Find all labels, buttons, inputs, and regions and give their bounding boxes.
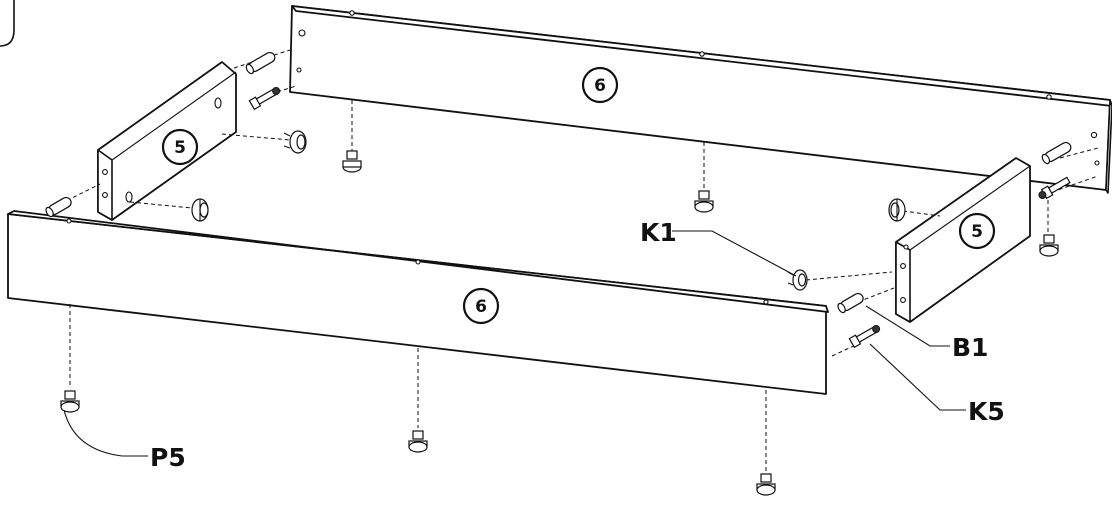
right-side-badge: 5 xyxy=(958,212,996,250)
callout-k5-label: K5 xyxy=(968,397,1005,426)
front-panel-badge: 6 xyxy=(462,287,500,325)
step-frame-corner xyxy=(0,0,15,47)
cam-bolt-right-top xyxy=(1038,176,1071,200)
cam-lock-right-top xyxy=(888,198,906,222)
left-side-badge: 5 xyxy=(161,128,199,166)
front-panel-number: 6 xyxy=(475,297,487,317)
cam-lock-left-front xyxy=(191,198,209,222)
cam-lock-right-front xyxy=(787,269,808,291)
foot-back-left xyxy=(342,150,362,173)
callout-b1-label: B1 xyxy=(952,333,988,362)
dowel-left-front xyxy=(45,196,72,218)
back-panel-number: 6 xyxy=(594,76,606,96)
callout-k1-label: K1 xyxy=(640,218,677,247)
cam-bolt-left xyxy=(248,87,281,111)
right-side-number: 5 xyxy=(971,222,983,242)
callout-k5: K5 xyxy=(869,343,1005,426)
dowel-right-front xyxy=(837,292,864,314)
callout-k1: K1 xyxy=(640,218,797,277)
foot-back-mid xyxy=(694,190,714,213)
dowel-left-top xyxy=(245,51,276,75)
foot-front-mid xyxy=(408,430,428,453)
callout-p5-label: P5 xyxy=(150,443,186,472)
foot-front-right xyxy=(756,473,776,496)
left-side-number: 5 xyxy=(174,138,186,158)
cam-lock-left-top xyxy=(283,130,307,154)
back-long-panel xyxy=(289,5,1112,194)
dowel-right-top xyxy=(1041,141,1072,165)
back-panel-badge: 6 xyxy=(581,66,619,104)
front-long-panel xyxy=(7,210,829,395)
callout-b1: B1 xyxy=(865,305,988,362)
foot-back-right xyxy=(1039,234,1059,257)
callout-p5: P5 xyxy=(63,409,186,472)
foot-front-left xyxy=(60,390,80,413)
cam-bolt-right-front xyxy=(848,325,881,349)
